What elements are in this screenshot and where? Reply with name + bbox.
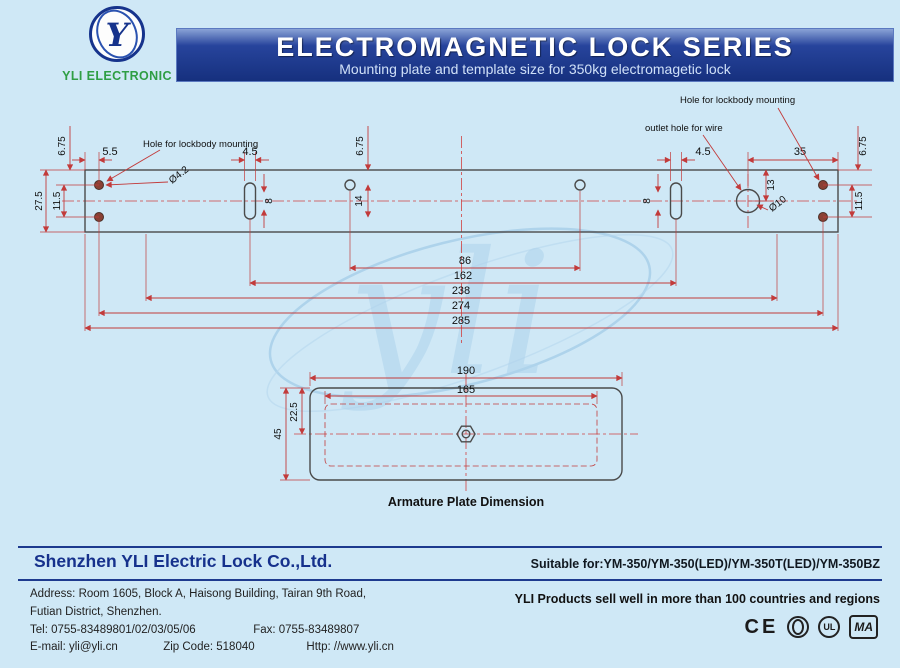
series-subtitle: Mounting plate and template size for 350… <box>339 61 731 78</box>
series-title: ELECTROMAGNETIC LOCK SERIES <box>276 31 794 62</box>
hex-nut-hole <box>461 429 471 439</box>
dim-dia-10: Ø10 <box>767 194 789 215</box>
leader-line <box>756 204 769 211</box>
leader-line <box>777 107 820 181</box>
website: Http: //www.yli.cn <box>306 641 394 654</box>
watermark-swirl <box>268 227 652 399</box>
tel-fax-line: Tel: 0755-83489801/02/03/05/06 Fax: 0755… <box>30 622 394 640</box>
dim-6-75-center: 6.75 <box>355 136 366 156</box>
dim-11-5-right: 11.5 <box>854 191 865 210</box>
email-line: E-mail: yli@yli.cn Zip Code: 518040 Http… <box>30 639 394 657</box>
label-hole-lockbody-left: Hole for lockbody mounting <box>143 139 258 150</box>
dim-274: 274 <box>452 300 470 312</box>
suitable-for-models: Suitable for:YM-350/YM-350(LED)/YM-350T(… <box>530 557 880 571</box>
dim-6-75-left: 6.75 <box>57 136 68 156</box>
center-hole-left <box>344 179 356 191</box>
dim-27-5: 27.5 <box>34 191 45 211</box>
certification-marks: CE UL MA <box>745 615 878 639</box>
dim-285: 285 <box>452 315 470 327</box>
divider-top <box>18 546 882 548</box>
dim-11-5-left: 11.5 <box>52 191 63 210</box>
hex-nut <box>456 425 476 443</box>
mounting-plate-drawing: 5.5 4.5 4.5 35 27.5 11.5 6. <box>34 95 872 344</box>
ma-mark-icon: MA <box>849 615 878 639</box>
armature-caption: Armature Plate Dimension <box>388 495 544 509</box>
leader-line <box>106 149 161 182</box>
dim-8-right: 8 <box>642 198 653 204</box>
divider-bottom <box>18 579 882 581</box>
dim-14: 14 <box>354 195 365 207</box>
address-line-1: Address: Room 1605, Block A, Haisong Bui… <box>30 588 367 600</box>
ul-mark-icon: UL <box>818 616 841 638</box>
watermark-swirl-2 <box>266 233 674 413</box>
ce-mark-icon: CE <box>744 615 779 638</box>
armature-outline <box>309 387 623 481</box>
dim-5-5: 5.5 <box>102 146 117 158</box>
address-line-2: Futian District, Shenzhen. <box>30 605 162 618</box>
dim-86: 86 <box>459 255 471 267</box>
watermark-text: yli <box>341 216 553 414</box>
dim-162: 162 <box>454 270 472 282</box>
round-mark-icon <box>787 616 810 638</box>
plate-outline <box>84 169 839 233</box>
fax: Fax: 0755-83489807 <box>253 623 360 636</box>
leader-line <box>105 181 169 188</box>
dim-165: 165 <box>457 384 475 396</box>
dim-dia-4-2: Ø4.2 <box>167 164 191 186</box>
dim-13: 13 <box>766 179 777 191</box>
logo-block: Y YLI ELECTRONIC <box>52 5 182 83</box>
armature-inner-face <box>324 403 598 467</box>
email: E-mail: yli@yli.cn <box>30 641 118 654</box>
tel: Tel: 0755-83489801/02/03/05/06 <box>30 623 196 636</box>
dim-4-5-left: 4.5 <box>242 146 257 158</box>
address-block: Address: Room 1605, Block A, Haisong Bui… <box>30 586 394 657</box>
zip-code: Zip Code: 518040 <box>163 641 255 654</box>
company-name: Shenzhen YLI Electric Lock Co.,Ltd. <box>34 551 333 571</box>
dim-22-5: 22.5 <box>289 402 300 422</box>
dim-8-left: 8 <box>264 198 275 204</box>
label-outlet-hole: outlet hole for wire <box>645 123 723 134</box>
slogan: YLI Products sell well in more than 100 … <box>514 592 880 606</box>
yli-logo-icon: Y <box>89 6 145 62</box>
dim-4-5-right: 4.5 <box>695 146 710 158</box>
center-hole-right <box>574 179 586 191</box>
label-hole-lockbody-right: Hole for lockbody mounting <box>680 95 795 106</box>
title-banner: ELECTROMAGNETIC LOCK SERIES Mounting pla… <box>176 28 894 82</box>
technical-drawing: yli 5.5 <box>34 95 872 509</box>
dim-190: 190 <box>457 365 475 377</box>
logo-company-name: YLI ELECTRONIC <box>62 69 172 83</box>
dim-35: 35 <box>794 146 806 158</box>
dim-45: 45 <box>273 428 284 440</box>
leader-line <box>702 134 742 191</box>
dim-238: 238 <box>452 285 470 297</box>
dim-6-75-right: 6.75 <box>858 136 869 156</box>
logo-monogram: Y <box>106 16 132 54</box>
armature-plate-drawing: 190 165 22.5 45 Armature Plate Dimension <box>273 365 638 509</box>
